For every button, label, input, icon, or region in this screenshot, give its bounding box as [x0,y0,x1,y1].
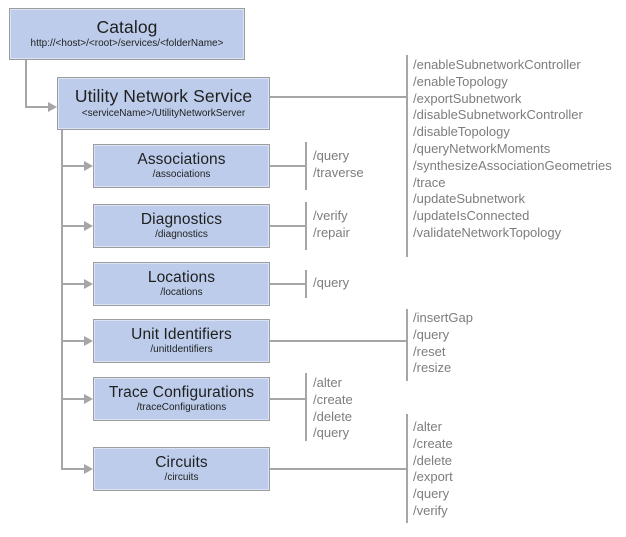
operation-item: /query [413,486,450,502]
connector-branch-diagnostics [61,225,86,227]
node-trace-configurations-title: Trace Configurations [108,383,255,401]
diagnostics-operations-list: /verify /repair [313,208,350,242]
connector-branch-trace-configurations [61,398,86,400]
node-unit-identifiers-path: /unitIdentifiers [150,344,213,356]
operation-item: /query [313,275,350,290]
arrow-right-icon [84,161,93,171]
node-catalog-title: Catalog [96,16,158,37]
arrow-right-icon [84,464,93,474]
operation-item: /exportSubnetwork [413,90,522,106]
connector-unit-identifiers-operations [270,340,407,342]
connector-branch-circuits [61,468,86,470]
operation-item: /insertGap [413,310,473,325]
connector-trace-configurations-operations [270,398,306,400]
operation-item: /query [313,425,350,441]
node-associations: Associations /associations [93,144,270,188]
operation-item: /disableSubnetworkController [413,107,583,123]
operations-bar-associations [305,142,307,190]
operation-item: /enableSubnetworkController [413,57,581,72]
associations-operations-list: /query /traverse [313,148,364,182]
operation-item: /reset [413,343,446,359]
connector-service-operations [270,96,407,98]
service-operations-list: /enableSubnetworkController /enableTopol… [413,57,612,242]
operation-item: /queryNetworkMoments [413,140,551,156]
node-utility-network-service-title: Utility Network Service [74,86,253,107]
connector-diagnostics-operations [270,225,306,227]
node-utility-network-service-path: <serviceName>/UtilityNetworkServer [81,107,246,119]
operation-item: /repair [313,224,350,240]
arrow-right-icon [84,221,93,231]
operations-bar-unit-identifiers [406,309,408,381]
connector-service-trunk-vertical [61,130,63,470]
locations-operations-list: /query [313,275,349,292]
connector-branch-associations [61,165,86,167]
connector-catalog-drop-horizontal [25,106,50,108]
node-locations-title: Locations [147,268,216,286]
node-catalog-url: http://<host>/<root>/services/<folderNam… [30,38,224,50]
connector-branch-unit-identifiers [61,340,86,342]
operation-item: /synthesizeAssociationGeometries [413,157,612,173]
operations-bar-trace-configurations [305,373,307,441]
circuits-operations-list: /alter /create /delete /export /query /v… [413,419,453,520]
operation-item: /updateSubnetwork [413,191,526,207]
node-diagnostics-title: Diagnostics [140,210,223,228]
operation-item: /query [413,326,450,342]
connector-branch-locations [61,283,86,285]
operation-item: /verify [313,208,348,223]
trace-configurations-operations-list: /alter /create /delete /query [313,375,353,442]
operations-bar-service [406,55,408,257]
node-unit-identifiers-title: Unit Identifiers [131,325,232,343]
node-locations-path: /locations [160,287,203,299]
arrow-right-icon [48,102,57,112]
operation-item: /verify [413,502,448,518]
unit-identifiers-operations-list: /insertGap /query /reset /resize [413,310,473,377]
node-trace-configurations: Trace Configurations /traceConfiguration… [93,377,270,421]
operation-item: /create [313,391,353,407]
node-diagnostics-path: /diagnostics [155,229,208,241]
arrow-right-icon [84,336,93,346]
connector-locations-operations [270,283,306,285]
operation-item: /disableTopology [413,124,510,140]
operation-item: /updateIsConnected [413,208,530,224]
node-catalog: Catalog http://<host>/<root>/services/<f… [9,8,245,60]
node-trace-configurations-path: /traceConfigurations [136,402,227,414]
node-circuits-title: Circuits [155,453,208,471]
node-unit-identifiers: Unit Identifiers /unitIdentifiers [93,319,270,363]
operation-item: /enableTopology [413,73,508,89]
connector-catalog-drop-vertical [25,60,27,107]
operations-bar-circuits [406,414,408,523]
node-utility-network-service: Utility Network Service <serviceName>/Ut… [57,77,270,130]
operation-item: /query [313,148,350,163]
node-associations-path: /associations [152,169,211,181]
arrow-right-icon [84,394,93,404]
operation-item: /trace [413,174,446,190]
operation-item: /resize [413,360,452,376]
operation-item: /alter [313,375,342,390]
connector-associations-operations [270,165,306,167]
connector-circuits-operations [270,468,407,470]
operation-item: /create [413,435,453,451]
operation-item: /traverse [313,164,364,180]
node-diagnostics: Diagnostics /diagnostics [93,204,270,248]
arrow-right-icon [84,279,93,289]
node-associations-title: Associations [137,150,226,168]
node-circuits-path: /circuits [164,472,199,484]
operation-item: /alter [413,419,442,434]
operation-item: /validateNetworkTopology [413,224,562,240]
operations-bar-diagnostics [305,202,307,250]
operation-item: /export [413,469,453,485]
operations-bar-locations [305,270,307,298]
node-circuits: Circuits /circuits [93,447,270,491]
operation-item: /delete [313,408,353,424]
node-locations: Locations /locations [93,262,270,306]
operation-item: /delete [413,452,453,468]
